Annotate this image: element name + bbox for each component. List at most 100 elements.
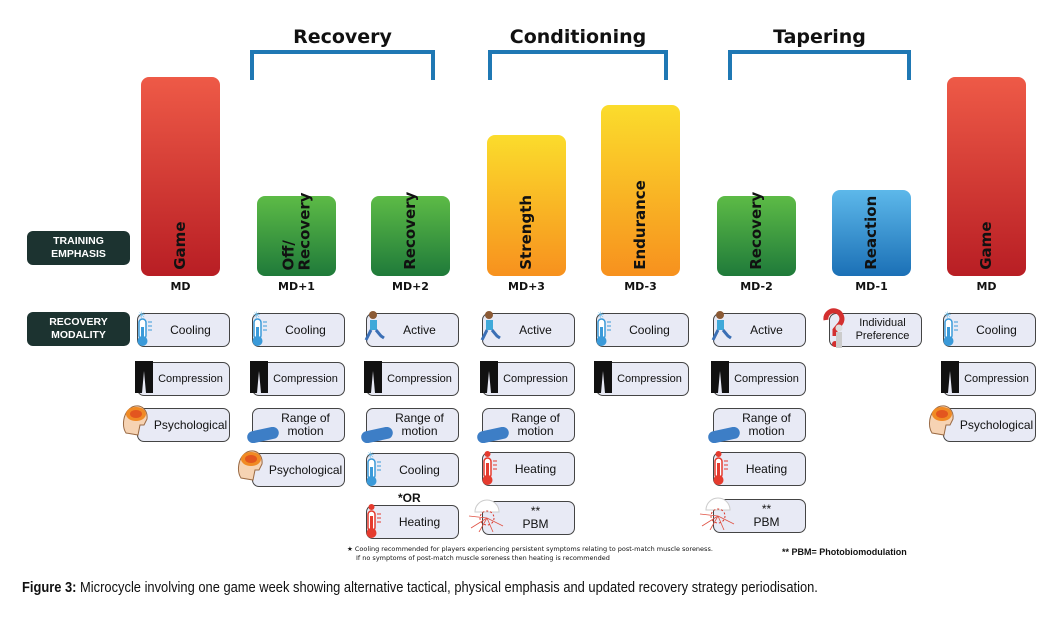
compression-tights-icon (363, 359, 383, 398)
modality-label: Cooling (399, 462, 440, 477)
modality-label: Compression (158, 372, 223, 385)
modality-label: **PBM (753, 502, 780, 529)
phase-bracket (250, 50, 435, 80)
day-label: MD-2 (740, 280, 773, 293)
phase-bracket (728, 50, 911, 80)
modality-card-pbm: **PBM (699, 497, 806, 533)
footnote-line: If no symptoms of post-match muscle sore… (356, 554, 610, 562)
svg-text:✳: ✳ (138, 310, 146, 320)
modality-card-compression: Compression (940, 359, 1036, 398)
modality-label: Compression (503, 372, 568, 385)
svg-text:✳: ✳ (597, 310, 605, 320)
svg-text:✳: ✳ (944, 310, 952, 320)
recovery-modality-label: RECOVERY MODALITY (27, 312, 130, 346)
modality-card-active: Active (710, 310, 806, 347)
thermometer-hot-icon (363, 502, 383, 543)
modality-card-compression: Compression (363, 359, 459, 398)
training-emphasis-label: TRAINING EMPHASIS (27, 231, 130, 265)
modality-card-psychological: Psychological (123, 405, 230, 442)
phase-title: Tapering (773, 26, 866, 48)
modality-card-heating: Heating (482, 451, 575, 486)
modality-label: Cooling (170, 322, 211, 337)
bar-label: Off/Recovery (278, 191, 313, 270)
bar-md: Game (141, 77, 220, 276)
modality-label: Compression (273, 372, 338, 385)
runner-icon (479, 310, 501, 347)
modality-card-compression: Compression (593, 359, 689, 398)
brain-head-icon (235, 448, 265, 485)
modality-card-pbm: **PBM (468, 499, 575, 535)
thermometer-hot-icon (479, 449, 499, 490)
day-label: MD+2 (392, 280, 429, 293)
pbm-footnote: ** PBM= Photobiomodulation (782, 547, 907, 557)
thermometer-hot-icon (710, 449, 730, 490)
question-mark-person-icon (822, 308, 848, 355)
phase-bracket (488, 50, 668, 80)
modality-label: Psychological (959, 417, 1034, 432)
bar-mdminus2: Recovery (717, 192, 796, 276)
modality-card-heating: Heating (366, 504, 459, 539)
bar-md: Game (947, 77, 1026, 276)
day-label: MD+1 (278, 280, 315, 293)
bar-label: Strength (516, 195, 535, 270)
foam-roller-icon (359, 426, 395, 446)
modality-card-active: Active (479, 310, 575, 347)
day-label: MD+3 (508, 280, 545, 293)
modality-label: Active (403, 322, 436, 337)
thermometer-cold-icon: ✳ (363, 450, 383, 491)
bar-label: Recovery (400, 191, 419, 270)
or-label: *OR (398, 491, 421, 505)
day-label: MD (976, 280, 997, 293)
foam-roller-icon (245, 426, 281, 446)
caption-text: Microcycle involving one game week showi… (76, 579, 818, 596)
day-label: MD-1 (855, 280, 888, 293)
day-label: MD (170, 280, 191, 293)
svg-text:✳: ✳ (253, 310, 261, 320)
compression-tights-icon (249, 359, 269, 398)
bar-label: Reaction (861, 195, 880, 270)
cooling-footnote: ★ Cooling recommended for players experi… (347, 545, 713, 563)
photobiomodulation-light-icon (467, 498, 507, 535)
compression-tights-icon (940, 359, 960, 398)
modality-label: Cooling (285, 322, 326, 337)
modality-card-compression: Compression (249, 359, 345, 398)
modality-card-psychological: Psychological (929, 405, 1036, 442)
modality-label: Cooling (976, 322, 1017, 337)
thermometer-cold-icon: ✳ (249, 310, 269, 351)
bar-mdplus3: Strength (487, 135, 566, 276)
figure-caption: Figure 3: Microcycle involving one game … (22, 579, 818, 596)
thermometer-cold-icon: ✳ (134, 310, 154, 351)
modality-label: Psychological (153, 417, 228, 432)
modality-label: Heating (514, 461, 557, 476)
compression-tights-icon (593, 359, 613, 398)
runner-icon (710, 310, 732, 347)
modality-card-cooling: ✳Cooling (596, 310, 689, 347)
bar-label: Game (170, 221, 189, 270)
brain-head-icon (120, 403, 150, 440)
modality-card-cooling: ✳ Cooling (252, 310, 345, 347)
modality-label: Compression (964, 372, 1029, 385)
modality-card-compression: Compression (710, 359, 806, 398)
modality-label: Compression (387, 372, 452, 385)
modality-card-cooling: ✳ Cooling (366, 450, 459, 487)
modality-label: Compression (734, 372, 799, 385)
modality-card-compression: Compression (479, 359, 575, 398)
caption-label: Figure 3: (22, 579, 77, 596)
compression-tights-icon (479, 359, 499, 398)
modality-card-cooling: ✳ Cooling (943, 310, 1036, 347)
modality-card-heating: Heating (713, 451, 806, 486)
modality-label: Heating (745, 461, 788, 476)
bar-label: Game (976, 221, 995, 270)
runner-icon (363, 310, 385, 347)
phase-title: Recovery (293, 26, 392, 48)
modality-card-active: Active (363, 310, 459, 347)
compression-tights-icon (710, 359, 730, 398)
svg-text:✳: ✳ (367, 450, 375, 460)
